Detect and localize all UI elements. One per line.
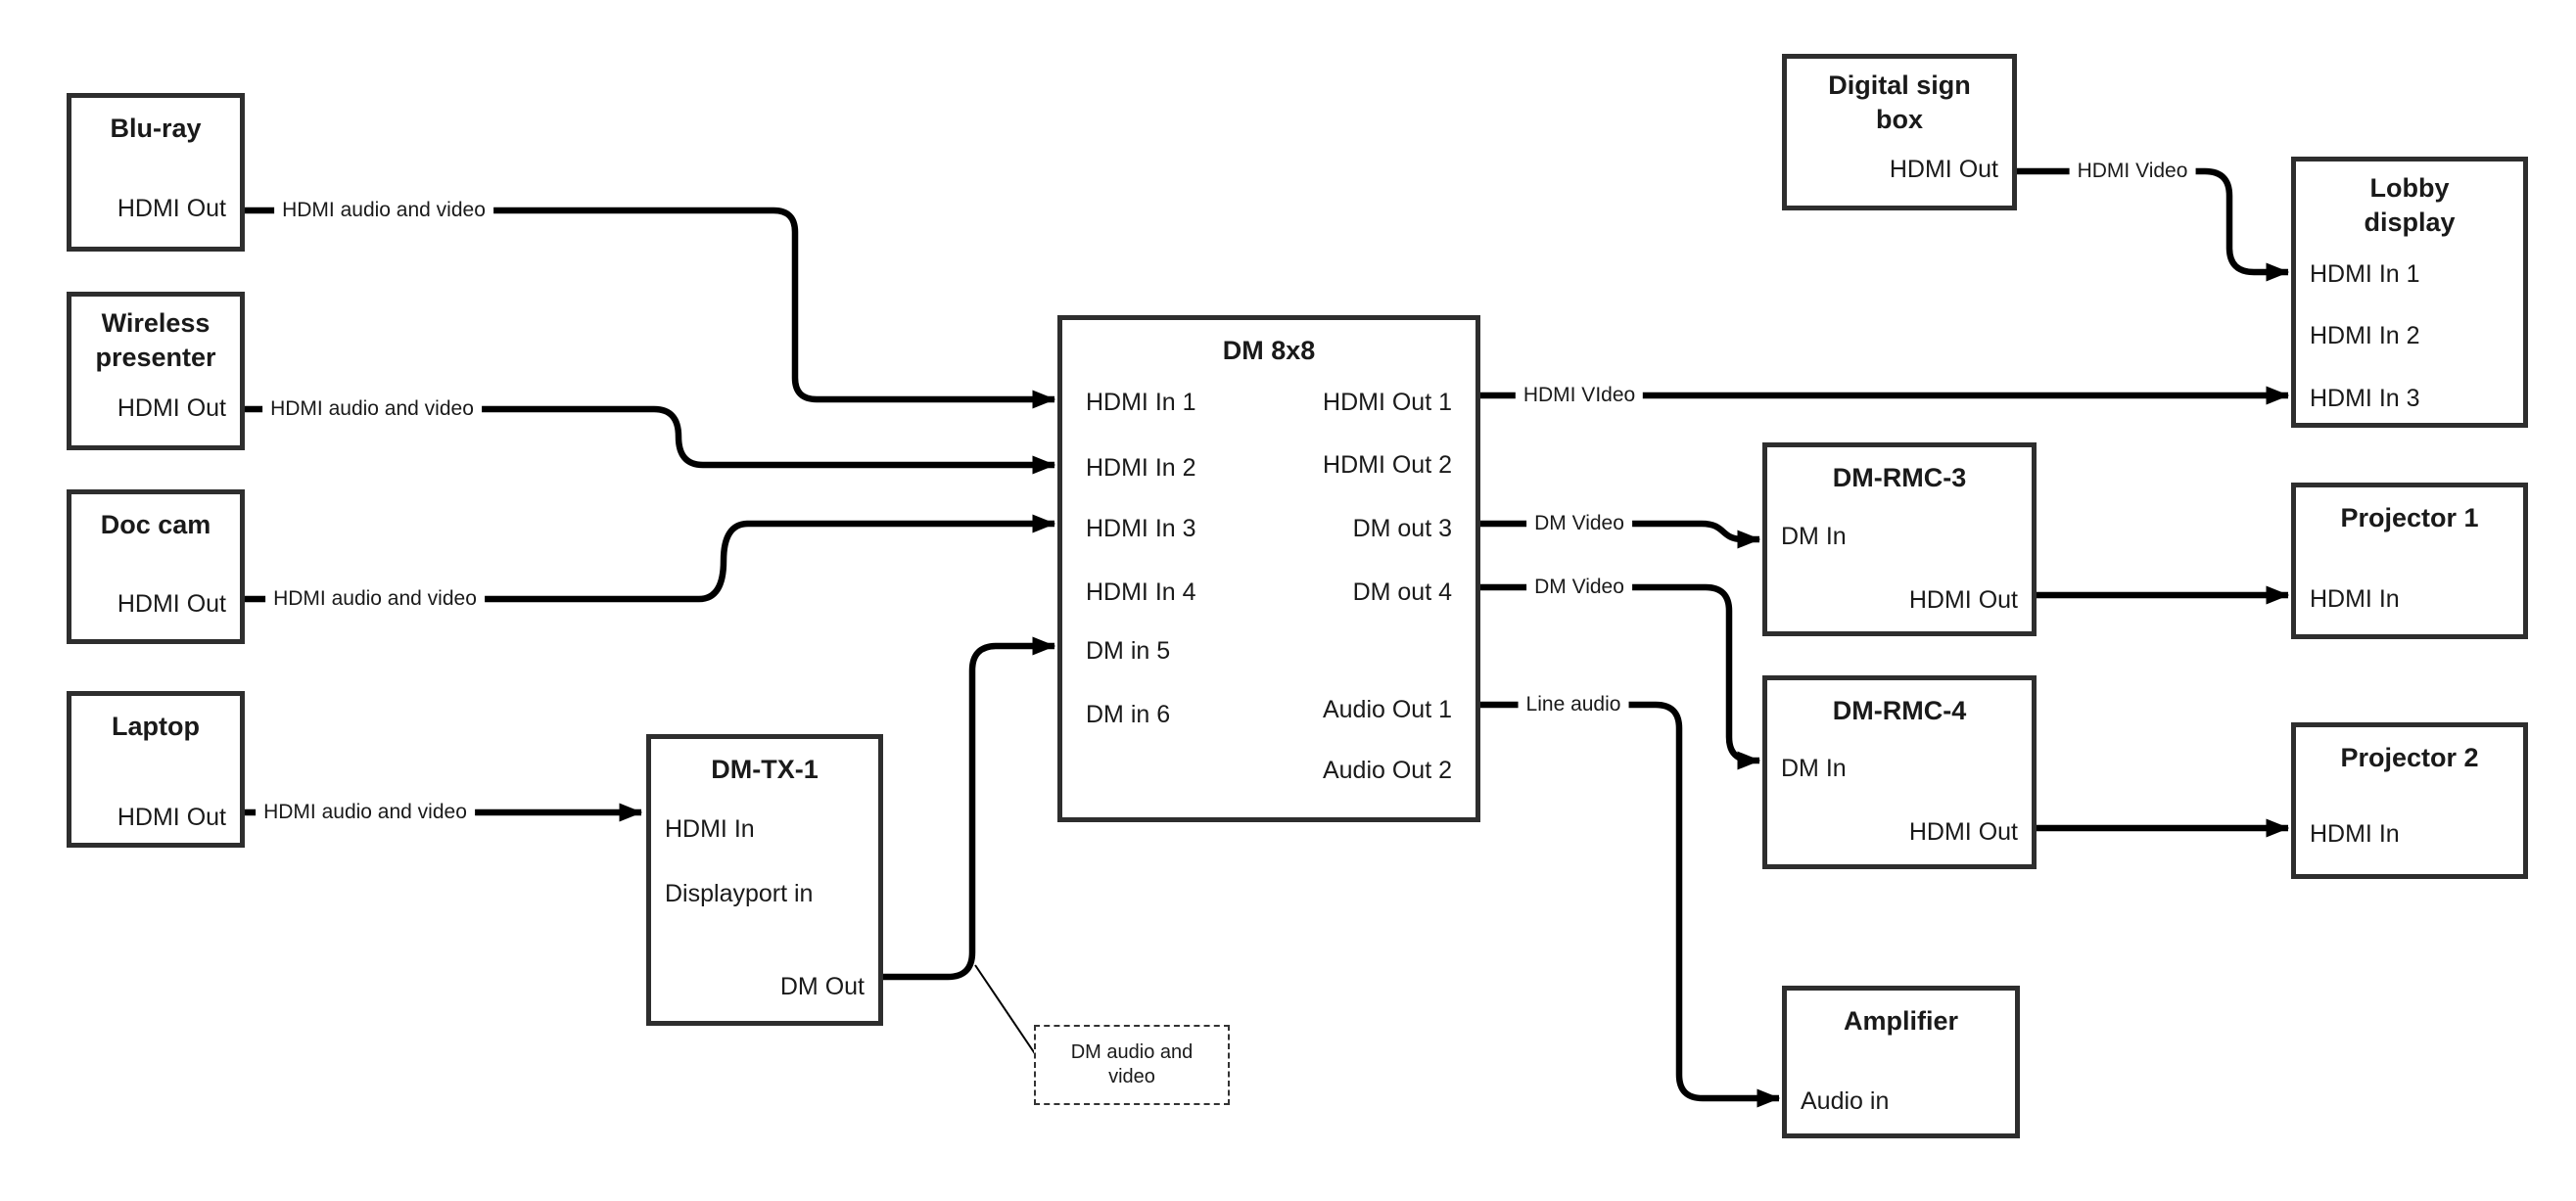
node-title: DM-RMC-4 bbox=[1832, 696, 1967, 725]
node-wireless-presenter: Wireless presenter HDMI Out bbox=[67, 292, 245, 450]
port-dm8x8-hdmi-in-1: HDMI In 1 bbox=[1086, 389, 1196, 416]
node-projector-1: Projector 1 HDMI In bbox=[2291, 483, 2528, 639]
port-dm8x8-dm-out-4: DM out 4 bbox=[1352, 578, 1452, 606]
port-dmrmc4-dm-in: DM In bbox=[1781, 755, 1847, 782]
wire-doccam-to-hdmi-in-3 bbox=[245, 514, 1056, 603]
node-title: DM-TX-1 bbox=[711, 755, 819, 784]
port-dm8x8-audio-out-2: Audio Out 2 bbox=[1322, 757, 1452, 784]
port-dmrmc3-dm-in: DM In bbox=[1781, 523, 1847, 550]
port-dm8x8-hdmi-out-2: HDMI Out 2 bbox=[1323, 451, 1452, 479]
wire-label-hdmi-video-out1: HDMI VIdeo bbox=[1515, 383, 1644, 408]
wire-dm-out-3-to-dmrmc3 bbox=[1480, 520, 1761, 549]
node-doc-cam: Doc cam HDMI Out bbox=[67, 489, 245, 644]
port-proj1-hdmi-in: HDMI In bbox=[2310, 585, 2400, 613]
wire-label-line-audio: Line audio bbox=[1518, 692, 1629, 717]
node-title: Projector 1 bbox=[2340, 503, 2479, 532]
port-amplifier-audio-in: Audio in bbox=[1801, 1087, 1890, 1115]
wire-bluray-to-hdmi-in-1 bbox=[245, 207, 1056, 409]
port-doccam-hdmi-out: HDMI Out bbox=[117, 590, 226, 618]
node-title: DM-RMC-3 bbox=[1832, 463, 1967, 492]
wire-label-dm-video-out3: DM Video bbox=[1526, 511, 1632, 536]
wire-audio-out-1-to-amplifier bbox=[1480, 701, 1781, 1108]
node-dm-rmc-4: DM-RMC-4 DM In HDMI Out bbox=[1762, 675, 2037, 869]
node-lobby-display: Lobby display HDMI In 1 HDMI In 2 HDMI I… bbox=[2291, 157, 2528, 428]
port-dmrmc4-hdmi-out: HDMI Out bbox=[1908, 818, 2018, 846]
port-lobby-hdmi-in-1: HDMI In 1 bbox=[2310, 260, 2420, 288]
port-dm8x8-audio-out-1: Audio Out 1 bbox=[1322, 696, 1452, 723]
wire-digitalsign-to-lobby bbox=[2017, 167, 2290, 282]
port-dm8x8-hdmi-in-4: HDMI In 4 bbox=[1086, 578, 1196, 606]
port-dmrmc3-hdmi-out: HDMI Out bbox=[1908, 586, 2018, 614]
node-dm-8x8: DM 8x8 HDMI In 1 HDMI In 2 HDMI In 3 HDM… bbox=[1057, 315, 1480, 822]
port-dm8x8-dm-in-5: DM in 5 bbox=[1086, 637, 1171, 665]
port-dmtx1-dm-out: DM Out bbox=[779, 973, 865, 1000]
node-title: DM 8x8 bbox=[1222, 336, 1316, 365]
node-dm-rmc-3: DM-RMC-3 DM In HDMI Out bbox=[1762, 442, 2037, 636]
node-digital-sign-box: Digital sign box HDMI Out bbox=[1782, 54, 2017, 210]
wire-dm-out-4-to-dmrmc4 bbox=[1480, 583, 1761, 770]
node-title: Doc cam bbox=[100, 510, 211, 539]
node-title: Lobby display bbox=[2364, 173, 2456, 237]
port-lobby-hdmi-in-2: HDMI In 2 bbox=[2310, 322, 2420, 349]
wire-wireless-to-hdmi-in-2 bbox=[245, 405, 1056, 475]
wire-label-laptop-hdmi: HDMI audio and video bbox=[256, 800, 475, 825]
node-title: Wireless presenter bbox=[95, 308, 216, 372]
port-dmtx1-displayport-in: Displayport in bbox=[665, 880, 814, 907]
node-title: Amplifier bbox=[1843, 1006, 1959, 1036]
port-dm8x8-dm-in-6: DM in 6 bbox=[1086, 701, 1171, 728]
node-amplifier: Amplifier Audio in bbox=[1782, 986, 2020, 1138]
node-projector-2: Projector 2 HDMI In bbox=[2291, 722, 2528, 879]
node-dm-tx-1: DM-TX-1 HDMI In Displayport in DM Out bbox=[646, 734, 883, 1026]
port-dmtx1-hdmi-in: HDMI In bbox=[665, 815, 755, 843]
port-dm8x8-hdmi-in-2: HDMI In 2 bbox=[1086, 454, 1196, 482]
port-dm8x8-hdmi-in-3: HDMI In 3 bbox=[1086, 515, 1196, 542]
port-lobby-hdmi-in-3: HDMI In 3 bbox=[2310, 385, 2420, 412]
wire-label-dm-video-out4: DM Video bbox=[1526, 575, 1632, 600]
node-blu-ray: Blu-ray HDMI Out bbox=[67, 93, 245, 252]
port-bluray-hdmi-out: HDMI Out bbox=[117, 195, 226, 222]
port-laptop-hdmi-out: HDMI Out bbox=[117, 804, 226, 831]
node-laptop: Laptop HDMI Out bbox=[67, 691, 245, 848]
annotation-text: DM audio and video bbox=[1070, 1041, 1194, 1087]
port-dm8x8-hdmi-out-1: HDMI Out 1 bbox=[1323, 389, 1452, 416]
node-title: Projector 2 bbox=[2340, 743, 2479, 772]
wire-dmtx1-to-dm-in-5 bbox=[883, 636, 1056, 981]
node-title: Laptop bbox=[112, 712, 200, 741]
wire-label-bluray-hdmi: HDMI audio and video bbox=[274, 198, 493, 223]
wire-label-hdmi-video-sign: HDMI Video bbox=[2069, 159, 2196, 184]
port-wireless-hdmi-out: HDMI Out bbox=[117, 394, 226, 422]
node-title: Digital sign box bbox=[1828, 70, 1971, 134]
wire-label-doccam-hdmi: HDMI audio and video bbox=[265, 586, 485, 612]
port-proj2-hdmi-in: HDMI In bbox=[2310, 820, 2400, 848]
annotation-dm-audio-video: DM audio and video bbox=[1034, 1025, 1230, 1105]
wire-label-wireless-hdmi: HDMI audio and video bbox=[262, 396, 482, 422]
annotation-callout-line bbox=[974, 964, 1037, 1056]
port-dm8x8-dm-out-3: DM out 3 bbox=[1352, 515, 1452, 542]
node-title: Blu-ray bbox=[110, 114, 202, 143]
port-digitalsign-hdmi-out: HDMI Out bbox=[1889, 156, 1998, 183]
